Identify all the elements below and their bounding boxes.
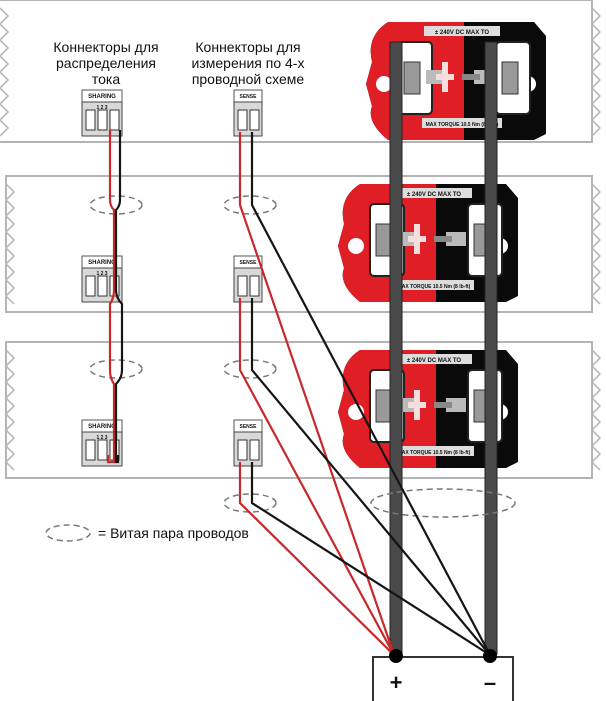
- legend-text: = Витая пара проводов: [98, 525, 249, 541]
- sharing-connectors-label-line2: распределения: [56, 55, 156, 71]
- sense-connector-2: SENSE: [233, 255, 263, 303]
- twisted-pair-marker: [223, 359, 277, 379]
- legend-twisted-pair-icon: [45, 524, 91, 542]
- output-terminals: ± 240V DC MAX TO MAX TORQUE 10.5 Nm (8 l…: [337, 21, 547, 469]
- sharing-connector-label: SHARING: [88, 94, 116, 100]
- negative-bus-bar: [484, 41, 498, 655]
- twisted-pair-marker: [370, 488, 516, 518]
- negative-junction-dot: [483, 649, 497, 663]
- sharing-connectors-label-line3: тока: [92, 71, 120, 87]
- twisted-pair-marker: [89, 359, 143, 379]
- sharing-pin-numbers: 1 2 3: [96, 105, 107, 111]
- sharing-connector-3: SHARING 1 2 3: [81, 419, 123, 467]
- twisted-pair-marker: [223, 493, 277, 513]
- sense-connector-label: SENSE: [240, 94, 258, 100]
- sharing-connector-2: SHARING 1 2 3: [81, 255, 123, 303]
- sharing-pin-numbers: 1 2 3: [96, 435, 107, 441]
- sense-black-wire-1: [250, 132, 491, 656]
- twisted-pair-markers: [89, 195, 516, 518]
- sharing-connector-label: SHARING: [88, 260, 116, 266]
- terminal-torque-label: MAX TORQUE 10.5 Nm (8 lb-ft): [398, 450, 471, 456]
- sense-connectors-label-line3: проводной схеме: [192, 71, 305, 87]
- sense-connectors-label-line2: измерения по 4-х: [192, 55, 305, 71]
- sharing-wires: [106, 130, 124, 464]
- terminal-warning-label: ± 240V DC MAX TO: [435, 30, 490, 36]
- sharing-pin-numbers: 1 2 3: [96, 271, 107, 277]
- twisted-pair-marker: [223, 195, 277, 215]
- sharing-connector-label: SHARING: [88, 424, 116, 430]
- terminal-torque-label: MAX TORQUE 10.5 Nm (8 lb-ft): [426, 122, 499, 128]
- sense-connector-1: SENSE: [233, 89, 263, 137]
- sense-red-wire-1: [238, 132, 396, 656]
- sense-red-wire-3: [238, 462, 395, 656]
- sense-connector-3: SENSE: [233, 419, 263, 467]
- twisted-pair-marker: [89, 195, 143, 215]
- legend: = Витая пара проводов: [45, 524, 249, 542]
- positive-bus-bar: [389, 41, 403, 655]
- sense-connectors: SENSE SENSE SENSE: [233, 89, 263, 467]
- terminal-warning-label: ± 240V DC MAX TO: [407, 358, 462, 364]
- sense-connector-label: SENSE: [240, 424, 258, 430]
- positive-junction-dot: [389, 649, 403, 663]
- sense-black-wire-3: [250, 462, 491, 656]
- header-labels: Коннекторы для распределения тока Коннек…: [53, 39, 304, 87]
- sharing-connectors-label-line1: Коннекторы для: [53, 39, 158, 55]
- sharing-black-wire: [114, 130, 124, 464]
- sense-black-wire-2: [250, 298, 491, 656]
- sharing-red-wire: [106, 130, 116, 464]
- sense-connector-label: SENSE: [240, 260, 258, 266]
- output-terminal-3: ± 240V DC MAX TO MAX TORQUE 10.5 Nm (8 l…: [337, 349, 519, 469]
- terminal-torque-label: MAX TORQUE 10.5 Nm (8 lb-ft): [398, 284, 471, 290]
- load-box: [372, 656, 514, 701]
- junction-points: [389, 649, 497, 663]
- output-terminal-2: ± 240V DC MAX TO MAX TORQUE 10.5 Nm (8 l…: [337, 183, 519, 303]
- load-plus-sign: +: [390, 670, 403, 695]
- load-minus-sign: –: [484, 670, 496, 695]
- current-sharing-connectors: SHARING 1 2 3 SHARING 1 2 3 SHARING 1 2 …: [81, 89, 123, 467]
- sharing-connector-1: SHARING 1 2 3: [81, 89, 123, 137]
- sense-connectors-label-line1: Коннекторы для: [195, 39, 300, 55]
- load: + –: [372, 656, 514, 701]
- sense-wires: [238, 132, 491, 656]
- terminal-warning-label: ± 240V DC MAX TO: [407, 192, 462, 198]
- output-terminal-1: ± 240V DC MAX TO MAX TORQUE 10.5 Nm (8 l…: [365, 21, 547, 141]
